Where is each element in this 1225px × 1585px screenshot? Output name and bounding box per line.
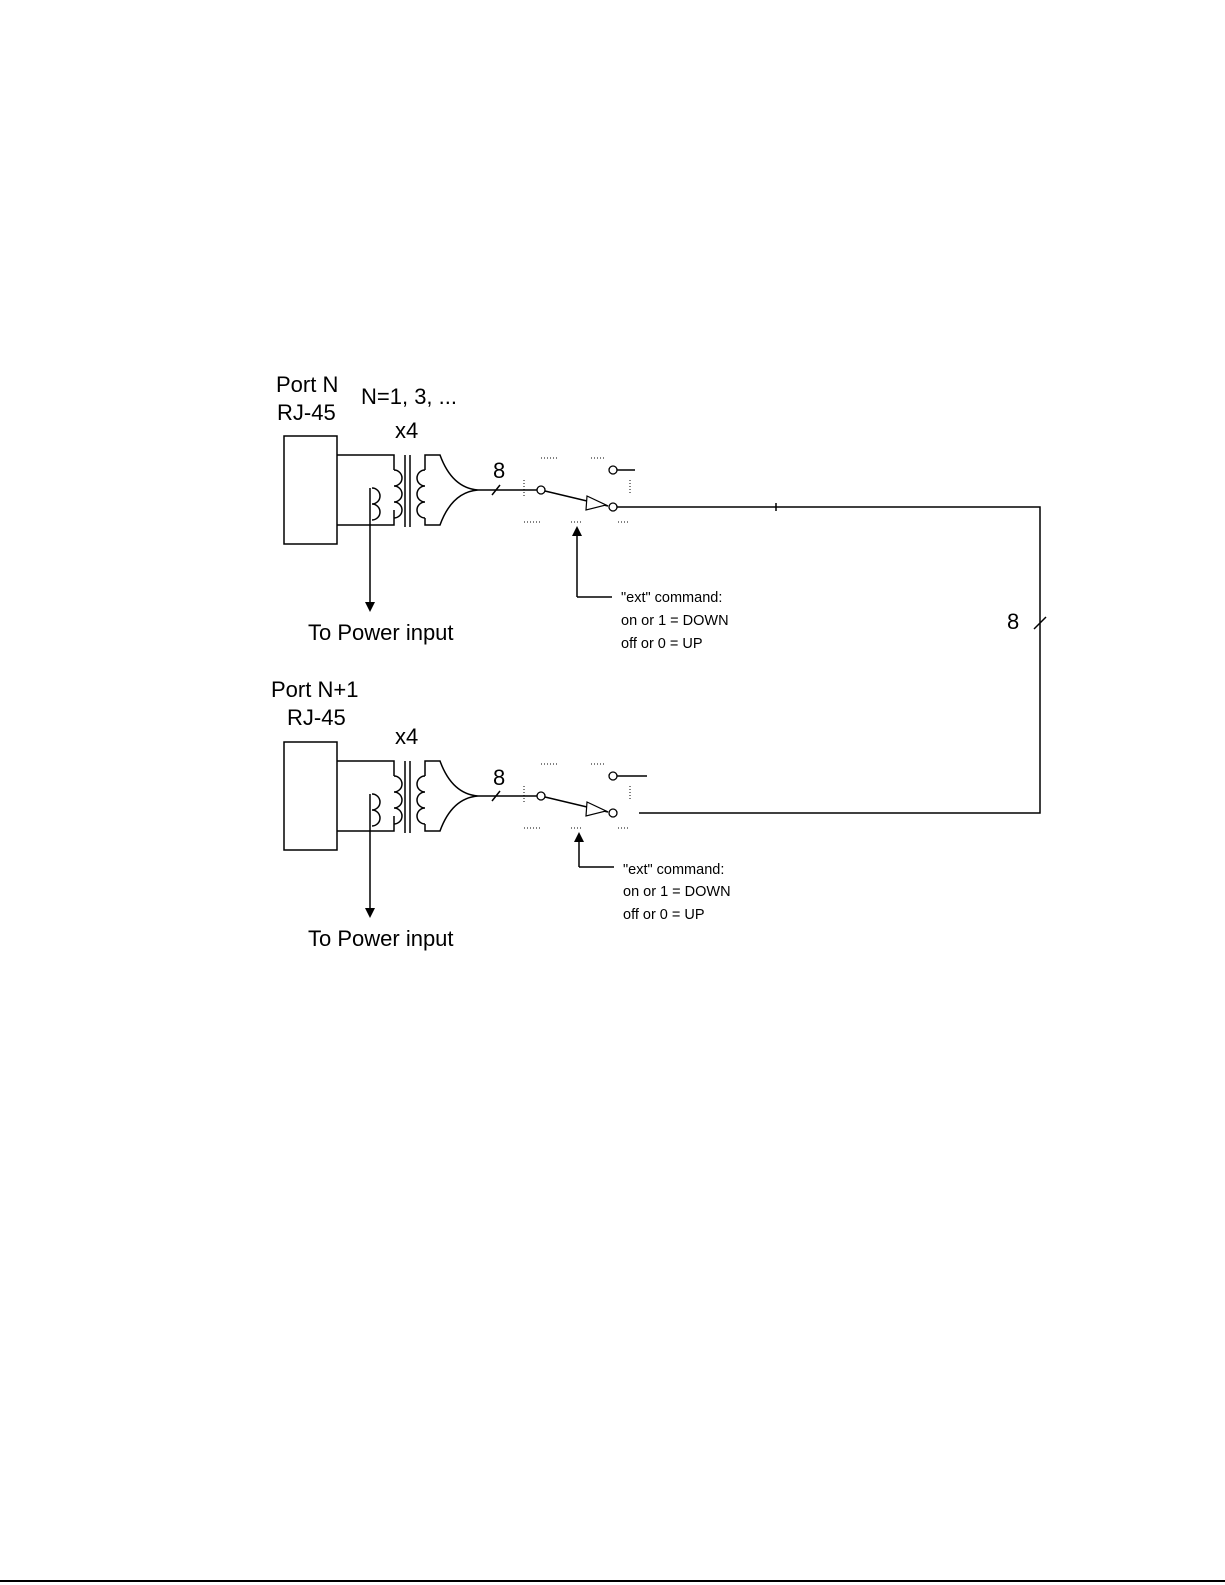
port-n1-label: Port N+1 bbox=[271, 677, 358, 702]
port-n1-wire-bottom bbox=[337, 816, 394, 831]
port-n1-cmd-line2: on or 1 = DOWN bbox=[623, 884, 731, 900]
link-bus-width-label: 8 bbox=[1007, 609, 1019, 634]
port-n-cmd-line2: on or 1 = DOWN bbox=[621, 613, 729, 629]
port-n-switch-up-contact bbox=[609, 466, 617, 474]
port-link: 8 bbox=[617, 503, 1046, 813]
port-n-connector-label: RJ-45 bbox=[277, 400, 336, 425]
port-n-transformer bbox=[372, 455, 478, 527]
port-n-wire-top bbox=[337, 455, 394, 470]
port-n1-section: Port N+1 RJ-45 x4 To Power input 8 bbox=[271, 677, 731, 951]
port-n-wire-bottom bbox=[337, 510, 394, 525]
port-range-label: N=1, 3, ... bbox=[361, 384, 457, 409]
port-n1-relay-switch bbox=[524, 764, 647, 828]
port-n-rj45-connector bbox=[284, 436, 337, 544]
port-n-section: Port N RJ-45 N=1, 3, ... x4 To Power inp… bbox=[276, 372, 729, 652]
port-n-relay-switch bbox=[524, 458, 635, 522]
port-n1-switch-pivot bbox=[537, 792, 545, 800]
port-n-multiplier-label: x4 bbox=[395, 418, 418, 443]
port-n-switch-down-contact bbox=[609, 503, 617, 511]
port-n1-rj45-connector bbox=[284, 742, 337, 850]
page-bottom-rule bbox=[0, 1580, 1225, 1582]
port-n1-switch-down-contact bbox=[609, 809, 617, 817]
port-n-cmd-line1: "ext" command: bbox=[621, 590, 722, 606]
port-n1-wire-top bbox=[337, 761, 394, 776]
port-n1-multiplier-label: x4 bbox=[395, 724, 418, 749]
port-n1-power-label: To Power input bbox=[308, 926, 454, 951]
port-n1-bus-width-label: 8 bbox=[493, 765, 505, 790]
port-n-cmd-line3: off or 0 = UP bbox=[621, 636, 703, 652]
link-wire bbox=[617, 507, 1040, 813]
port-n1-cmd-line3: off or 0 = UP bbox=[623, 907, 705, 923]
port-n1-transformer bbox=[372, 761, 478, 833]
port-n1-connector-label: RJ-45 bbox=[287, 705, 346, 730]
port-n-power-label: To Power input bbox=[308, 620, 454, 645]
port-n-bus-width-label: 8 bbox=[493, 458, 505, 483]
port-n1-cmd-line1: "ext" command: bbox=[623, 862, 724, 878]
port-n-switch-pivot bbox=[537, 486, 545, 494]
port-n1-switch-up-contact bbox=[609, 772, 617, 780]
port-n-label: Port N bbox=[276, 372, 338, 397]
